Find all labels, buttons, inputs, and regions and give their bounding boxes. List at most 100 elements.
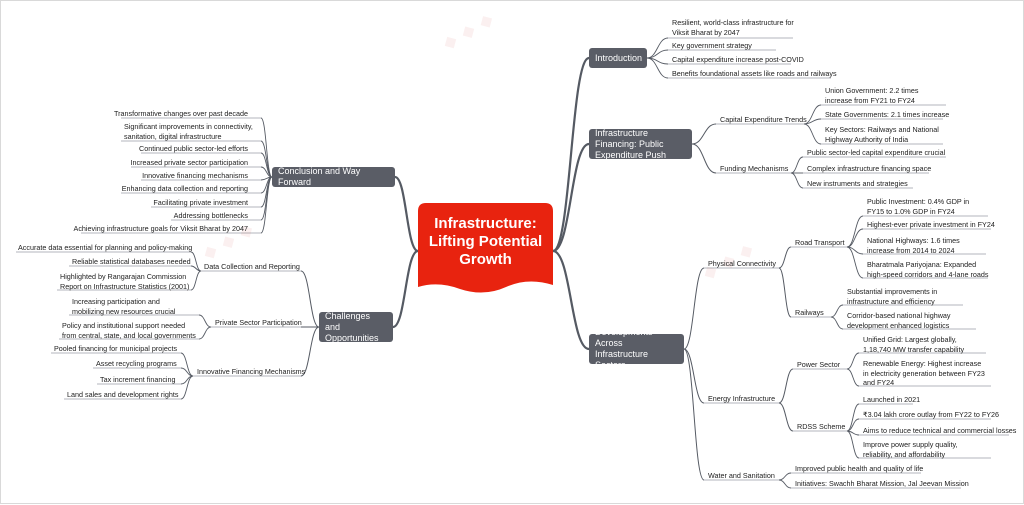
road-item: Highest-ever private investment in FY24 [867,220,995,229]
central-title: Infrastructure: Lifting Potential Growth [418,215,553,269]
sub-node-energy: Energy Infrastructure [708,394,776,403]
innov-item: Tax increment financing [100,375,176,384]
connector-capex-item [803,123,822,145]
connector-data-item [190,265,202,272]
water-item: Improved public health and quality of li… [795,464,924,473]
road-item: Public Investment: 0.4% GDP in FY15 to 1… [867,197,970,216]
connector-road-item [846,228,864,248]
connector-water-item [778,472,792,481]
node-infrastructure-financing[interactable]: Infrastructure Financing: Public Expendi… [589,127,692,160]
node-introduction[interactable]: Introduction [589,48,647,68]
data-item: Reliable statistical databases needed [72,257,191,266]
sub-node-water: Water and Sanitation [708,471,775,480]
rail-item: Corridor-based national highway developm… [847,311,951,330]
power-item: Unified Grid: Largest globally, 1,18,740… [863,335,965,354]
connector-road-item [846,246,864,279]
sub-node-rdss: RDSS Scheme [797,422,846,431]
capex-item: State Governments: 2.1 times increase [825,110,950,119]
connector-data [300,270,320,328]
connector-innov-item [180,375,194,400]
node-challenges-label: Challenges and Opportunities [325,310,379,343]
intro-item: Key government strategy [672,41,752,50]
connector-capex-item [803,118,822,125]
connector-conclusion [394,175,419,253]
node-introduction-label: Introduction [595,52,643,63]
connector-rdss-item [846,430,860,459]
road-item: National Highways: 1.6 times increase fr… [867,236,960,255]
capex-item: Union Government: 2.2 times increase fro… [825,86,919,105]
connector-rdss-item [846,403,860,432]
connector-conclusion-item [260,176,273,234]
node-challenges[interactable]: Challenges and Opportunities [319,310,393,343]
central-title-text: Infrastructure: Lifting Potential Growth [428,215,543,268]
intro-item: Resilient, world-class infrastructure fo… [672,18,794,37]
sub-node-capex: Capital Expenditure Trends [720,115,807,124]
connector-challenges [392,249,419,329]
connector-private-item [198,326,212,340]
node-developments-label: Developments Across Infrastructure Secto… [595,327,653,370]
sub-node-private: Private Sector Participation [215,318,302,327]
sub-node-data: Data Collection and Reporting [204,262,300,271]
connector-capex [691,123,717,145]
conclusion-item: Significant improvements in connectivity… [124,122,253,141]
intro-item: Benefits foundational assets like roads … [672,69,837,78]
conclusion-item: Achieving infrastructure goals for Viksi… [73,224,248,233]
sub-node-road: Road Transport [795,238,845,247]
data-item: Accurate data essential for planning and… [18,243,193,252]
connector-road [778,246,792,269]
conclusion-item: Continued public sector-led efforts [139,144,248,153]
rdss-item: Aims to reduce technical and commercial … [863,426,1017,435]
connector-rail [778,267,792,318]
sub-node-innov: Innovative Financing Mechanisms [197,367,306,376]
connector-data-item [190,270,202,291]
connector-funding [691,143,717,174]
connector-innov [300,326,320,377]
connector-private-item [198,314,212,328]
connector-intro-item [646,37,669,59]
connector-financing [552,142,590,253]
rdss-item: ₹3.04 lakh crore outlay from FY22 to FY2… [863,410,1000,419]
conclusion-item: Addressing bottlenecks [173,211,248,220]
water-item: Initiatives: Swachh Bharat Mission, Jal … [795,479,969,488]
funding-item: New instruments and strategies [807,179,908,188]
connector-power-item [846,368,860,387]
central-topic[interactable]: Infrastructure: Lifting Potential Growth [418,203,553,301]
connector-rdss [778,402,794,432]
sub-node-power: Power Sector [797,360,841,369]
connector-conclusion-item [260,176,273,221]
node-conclusion[interactable]: Conclusion and Way Forward [272,166,395,187]
node-infrastructure-financing-label: Infrastructure Financing: Public Expendi… [595,127,667,160]
road-item: Bharatmala Pariyojana: Expanded high-spe… [867,260,989,279]
rail-item: Substantial improvements in infrastructu… [847,287,938,306]
connector-funding-item [790,156,804,174]
data-item: Highlighted by Rangarajan Commission Rep… [60,272,190,291]
connector-conclusion-item [260,117,273,178]
connector-rail-item [830,316,844,330]
connector-energy [683,348,705,404]
funding-item: Public sector-led capital expenditure cr… [807,148,946,157]
innov-item: Asset recycling programs [96,359,177,368]
innov-item: Land sales and development rights [67,390,179,399]
connector-rail-item [830,304,844,318]
node-developments[interactable]: Developments Across Infrastructure Secto… [589,327,684,370]
connector-developments [552,249,590,351]
funding-item: Complex infrastructure financing space [807,164,932,173]
sub-node-funding: Funding Mechanisms [720,164,789,173]
capex-item: Key Sectors: Railways and National Highw… [825,125,939,144]
connector-power-item [846,352,860,370]
conclusion-item: Facilitating private investment [153,198,248,207]
power-item: Renewable Energy: Highest increase in el… [863,359,985,388]
sub-node-physical: Physical Connectivity [708,259,776,268]
connector-water [683,348,705,481]
connector-physical [683,267,705,350]
private-item: Increasing participation and mobilizing … [72,297,176,316]
innov-item: Pooled financing for municipal projects [54,344,178,353]
connector-introduction [552,56,590,253]
connector-power [778,368,794,404]
connector-road-item [846,215,864,248]
connector-funding-item [790,172,804,189]
conclusion-item: Innovative financing mechanisms [142,171,248,180]
connector-water-item [778,479,792,489]
